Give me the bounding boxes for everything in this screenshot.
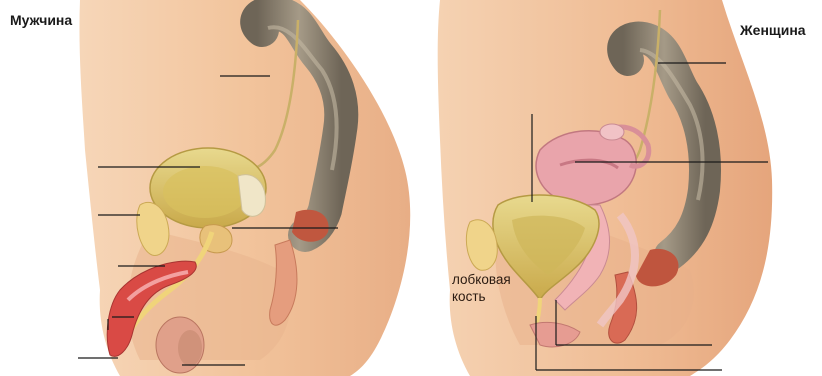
male-panel-title: Мужчина [10, 12, 72, 28]
male-panel [78, 0, 410, 376]
female-ovary [600, 124, 624, 140]
male-epididymis [178, 330, 202, 366]
female-panel [438, 0, 772, 376]
pubic-bone-label-line2: кость [452, 289, 486, 305]
female-panel-title: Женщина [740, 22, 806, 38]
female-uterus [536, 131, 636, 206]
male-bladder-inner [163, 166, 247, 218]
pubic-bone-label-line1: лобковая [452, 272, 511, 288]
